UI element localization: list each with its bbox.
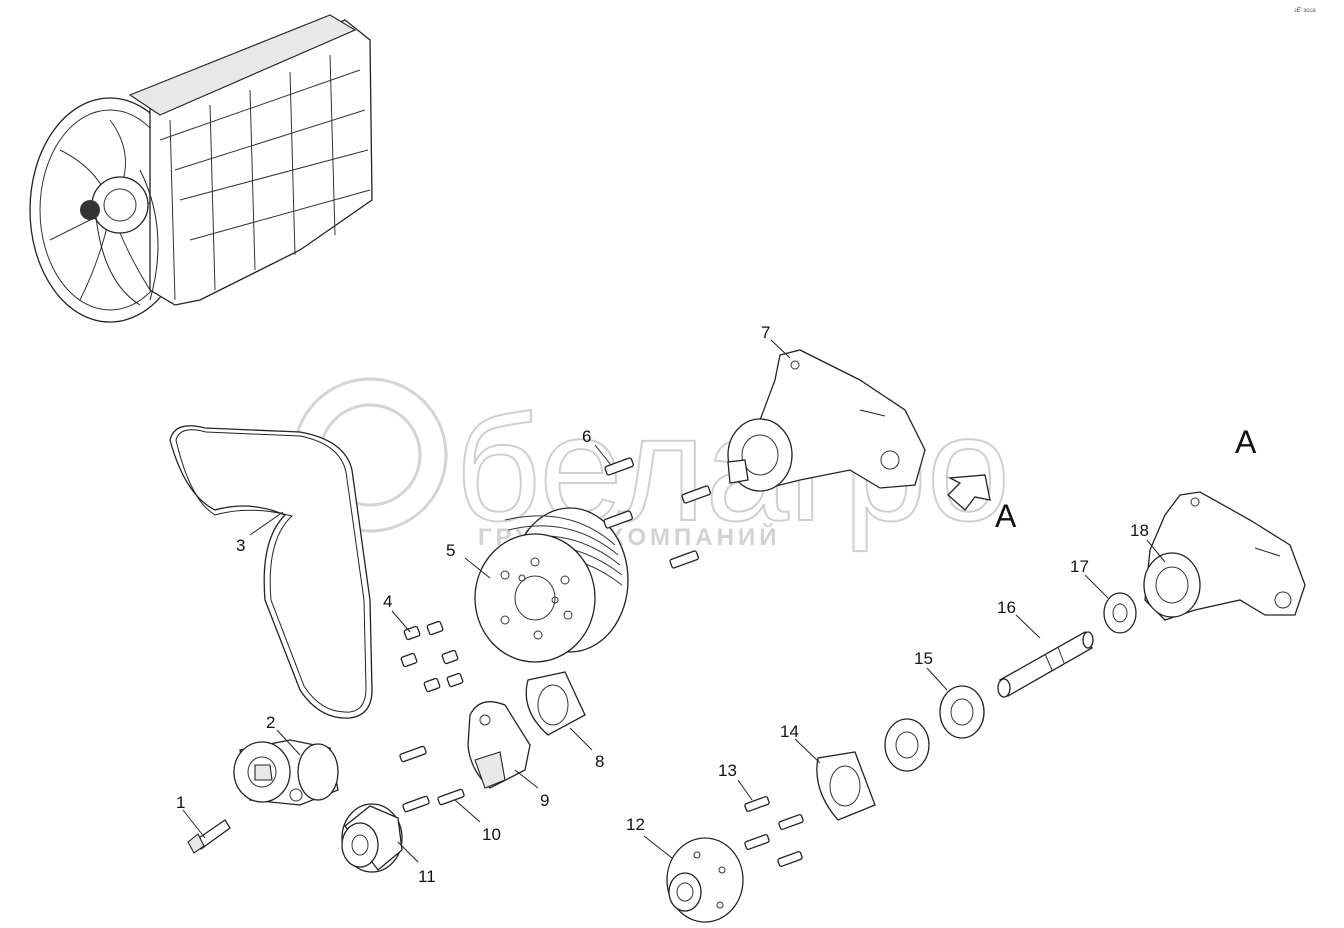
poly-v-belt	[169, 425, 373, 719]
callout-3: 3	[236, 536, 245, 555]
drive-shaft	[997, 631, 1094, 698]
callout-2: 2	[266, 713, 275, 732]
engine-overview-illustration	[29, 14, 373, 323]
flange-hub	[666, 837, 744, 923]
callout-4: 4	[383, 592, 392, 611]
belt-tensioner	[233, 739, 339, 806]
flange-bolts	[744, 796, 804, 867]
pulley-gasket	[525, 671, 586, 736]
callout-9: 9	[540, 791, 549, 810]
tensioner-bolt	[187, 819, 231, 854]
callout-1: 1	[176, 793, 185, 812]
callout-8: 8	[595, 752, 604, 771]
callout-10: 10	[482, 825, 501, 844]
view-label-main: A	[1235, 424, 1257, 460]
callout-15: 15	[914, 649, 933, 668]
callout-12: 12	[626, 815, 645, 834]
idler-pulley	[341, 803, 403, 873]
callout-6: 6	[582, 427, 591, 446]
housing-bolts	[603, 457, 711, 569]
housing-view-a	[1143, 491, 1306, 621]
callout-13: 13	[718, 761, 737, 780]
pulley-bolts	[400, 620, 464, 693]
bearing-inner	[884, 718, 930, 772]
callout-5: 5	[446, 541, 455, 560]
tensioner-bracket	[467, 701, 531, 789]
bearing-outer	[939, 685, 985, 739]
leader-lines	[182, 339, 1166, 863]
callout-labels: 1 2 3 4 5 6 7 8 9 10 11 12 13 14 15 16 1…	[176, 323, 1149, 886]
callout-18: 18	[1130, 521, 1149, 540]
view-arrow	[947, 474, 991, 511]
crankshaft-pulley	[474, 507, 629, 663]
callout-7: 7	[761, 323, 770, 342]
view-arrow-label: A	[995, 498, 1017, 534]
flange-gasket	[816, 751, 876, 821]
callout-14: 14	[780, 722, 799, 741]
callout-11: 11	[418, 867, 436, 886]
corner-code: зЁ’ зсса	[1294, 7, 1316, 14]
callout-16: 16	[997, 598, 1016, 617]
callout-17: 17	[1070, 557, 1089, 576]
bearing-housing-assembly	[727, 349, 926, 492]
shaft-seal	[1103, 592, 1137, 634]
bracket-bolts	[399, 745, 465, 813]
